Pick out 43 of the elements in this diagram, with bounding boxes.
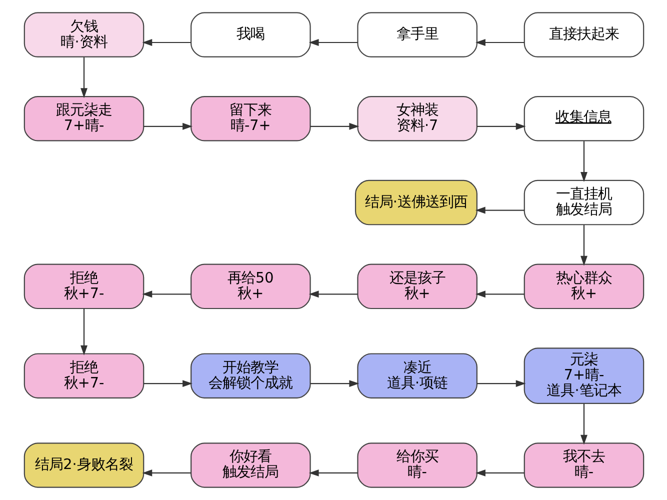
node-box: 拿手里	[356, 12, 477, 58]
arrow	[475, 469, 524, 476]
arrow	[310, 122, 359, 130]
arrow	[143, 380, 192, 388]
node-box: 凑近 道具·项链	[356, 353, 477, 398]
node-box: 留下来 晴-7+	[190, 96, 310, 142]
arrow	[475, 39, 524, 46]
arrow	[580, 141, 587, 182]
node-box: 拒绝 秋+7-	[23, 353, 144, 398]
node-box: 结局·送佛送到西	[354, 180, 477, 226]
node-box: 我不去 晴-	[523, 442, 644, 488]
arrow	[476, 122, 526, 130]
arrow	[142, 290, 190, 298]
arrow	[580, 404, 587, 445]
arrow	[308, 290, 358, 298]
node-box: 热心群众 秋+	[523, 264, 644, 310]
node-box: 女神装 资料·7	[356, 96, 477, 142]
arrow	[310, 380, 359, 388]
arrow	[142, 39, 190, 46]
arrow	[308, 39, 358, 46]
node-box: 元柒 7+晴- 道具·笔记本	[523, 348, 644, 404]
arrow	[474, 206, 524, 214]
node-box: 跟元柒走 7+晴-	[23, 96, 144, 142]
arrow	[580, 225, 587, 266]
node-box: 拒绝 秋+7-	[23, 264, 144, 310]
arrow	[308, 469, 358, 476]
arrow	[80, 57, 87, 98]
node-box: 我喝	[190, 12, 310, 58]
node-box: 还是孩子 秋+	[356, 264, 477, 310]
arrow	[80, 308, 87, 356]
arrow	[142, 469, 190, 476]
node-box: 结局2·身败名裂	[23, 442, 144, 488]
node-box: 直接扶起来	[523, 12, 644, 58]
arrow	[475, 290, 524, 298]
node-box: 再给50 秋+	[190, 264, 310, 310]
node-box: 你好看 触发结局	[190, 442, 310, 488]
node-box: 收集信息	[523, 96, 644, 142]
arrow	[143, 122, 192, 130]
arrow	[476, 380, 526, 388]
node-box: 给你买 晴-	[356, 442, 477, 488]
node-box: 欠钱 晴·资料	[23, 12, 144, 58]
node-box: 一直挂机 触发结局	[523, 180, 644, 226]
node-box: 开始教学 会解锁个成就	[190, 353, 310, 398]
